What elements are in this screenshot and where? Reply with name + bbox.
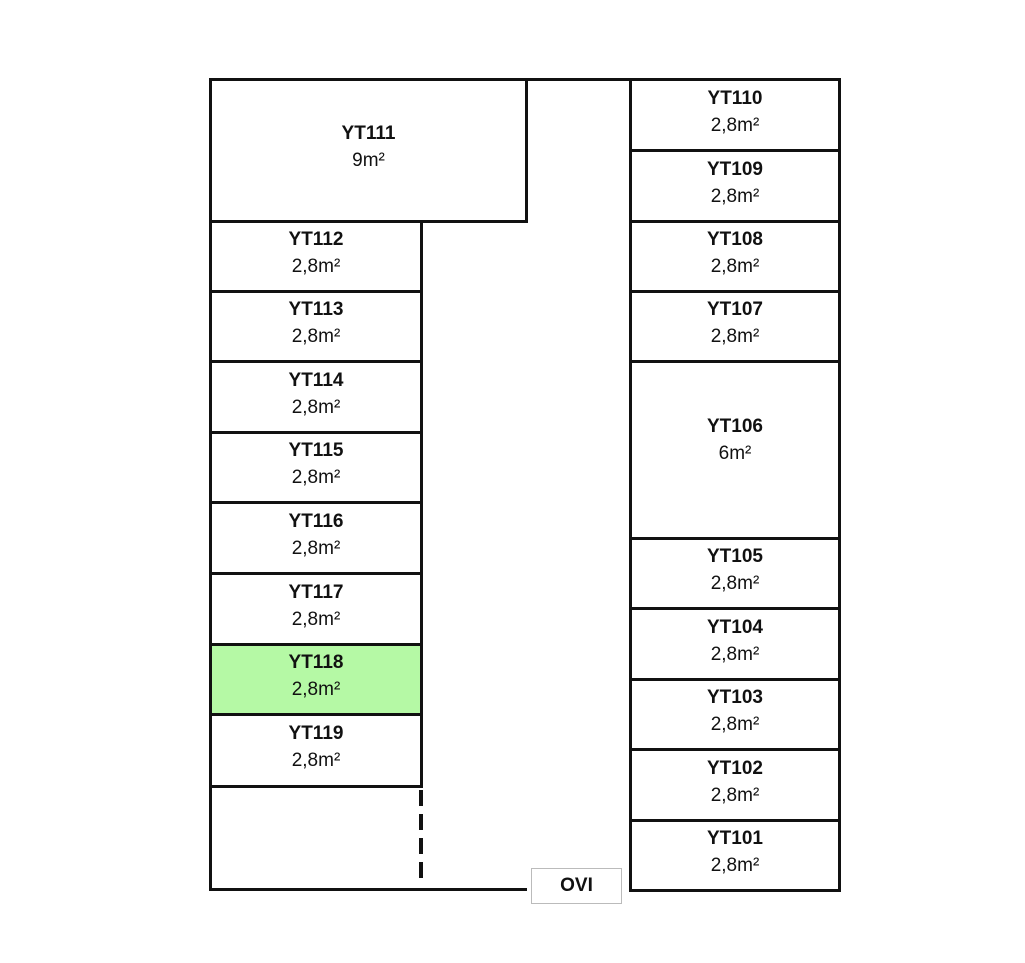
unit-area: 2,8m² xyxy=(291,467,341,488)
dashed-partition xyxy=(419,790,423,886)
unit-id: YT104 xyxy=(707,616,763,638)
unit-area: 2,8m² xyxy=(291,326,341,347)
unit-area: 2,8m² xyxy=(710,114,760,136)
unit-area: 2,8m² xyxy=(291,537,341,559)
storage-unit-yt118-selected[interactable]: YT118 2,8m² xyxy=(209,643,423,717)
storage-unit-yt116[interactable]: YT116 2,8m² xyxy=(209,501,423,576)
bottom-wall-left xyxy=(209,888,527,891)
unit-id: YT101 xyxy=(707,827,763,849)
unit-id: YT114 xyxy=(288,369,344,391)
unit-id: YT118 xyxy=(288,652,344,673)
unit-id: YT102 xyxy=(707,757,763,779)
storage-unit-yt112[interactable]: YT112 2,8m² xyxy=(209,220,423,294)
unit-area: 2,8m² xyxy=(291,608,341,630)
unit-id: YT109 xyxy=(707,158,763,180)
unit-id: YT112 xyxy=(288,229,344,250)
storage-unit-yt109[interactable]: YT109 2,8m² xyxy=(629,149,841,224)
unit-area: 2,8m² xyxy=(710,643,760,665)
storage-unit-yt119[interactable]: YT119 2,8m² xyxy=(209,713,423,788)
unit-area: 2,8m² xyxy=(710,256,760,277)
unit-id: YT119 xyxy=(288,722,344,744)
unit-id: YT107 xyxy=(707,299,763,320)
unit-id: YT106 xyxy=(707,415,763,437)
storage-unit-yt110[interactable]: YT110 2,8m² xyxy=(629,78,841,153)
unit-area: 2,8m² xyxy=(710,185,760,207)
storage-unit-yt111[interactable]: YT111 9m² xyxy=(209,78,528,223)
unit-area: 2,8m² xyxy=(291,396,341,418)
storage-unit-yt106[interactable]: YT106 6m² xyxy=(629,360,841,541)
door-label: OVI xyxy=(531,868,622,904)
unit-id: YT113 xyxy=(288,299,344,320)
unit-area: 2,8m² xyxy=(710,573,760,594)
storage-unit-yt114[interactable]: YT114 2,8m² xyxy=(209,360,423,435)
storage-unit-yt107[interactable]: YT107 2,8m² xyxy=(629,290,841,364)
unit-area: 2,8m² xyxy=(710,326,760,347)
storage-unit-yt102[interactable]: YT102 2,8m² xyxy=(629,748,841,823)
unit-area: 2,8m² xyxy=(710,854,760,876)
unit-id: YT110 xyxy=(707,87,763,109)
unit-id: YT117 xyxy=(288,581,344,603)
unit-id: YT103 xyxy=(707,687,763,708)
unit-area: 6m² xyxy=(718,442,752,464)
unit-id: YT115 xyxy=(288,440,344,461)
left-wall-lower xyxy=(209,785,212,891)
unit-id: YT108 xyxy=(707,229,763,250)
storage-unit-yt108[interactable]: YT108 2,8m² xyxy=(629,220,841,294)
unit-area: 2,8m² xyxy=(710,784,760,806)
unit-area: 2,8m² xyxy=(291,256,341,277)
unit-id: YT116 xyxy=(288,510,344,532)
storage-unit-yt117[interactable]: YT117 2,8m² xyxy=(209,572,423,647)
unit-area: 2,8m² xyxy=(291,749,341,771)
unit-id: YT105 xyxy=(707,546,763,567)
storage-unit-yt104[interactable]: YT104 2,8m² xyxy=(629,607,841,682)
storage-unit-yt115[interactable]: YT115 2,8m² xyxy=(209,431,423,505)
unit-id: YT111 xyxy=(341,122,396,144)
storage-unit-yt113[interactable]: YT113 2,8m² xyxy=(209,290,423,364)
unit-area: 2,8m² xyxy=(710,714,760,735)
storage-unit-yt105[interactable]: YT105 2,8m² xyxy=(629,537,841,611)
storage-unit-yt101[interactable]: YT101 2,8m² xyxy=(629,819,841,892)
unit-area: 2,8m² xyxy=(291,679,341,700)
unit-area: 9m² xyxy=(352,149,385,171)
storage-unit-yt103[interactable]: YT103 2,8m² xyxy=(629,678,841,752)
